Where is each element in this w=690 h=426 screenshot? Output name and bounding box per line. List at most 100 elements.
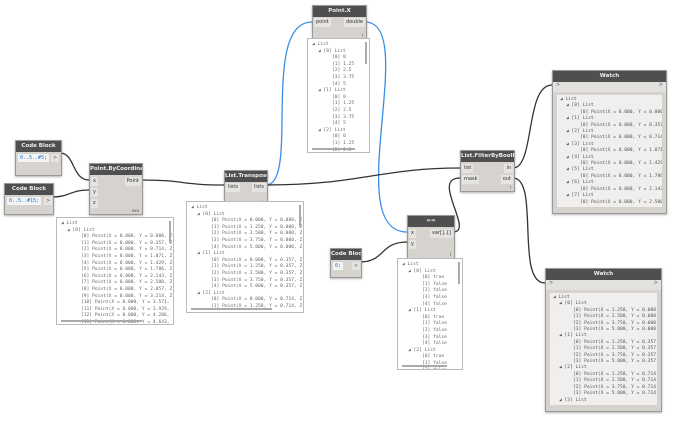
code-input[interactable]: 0; (333, 262, 344, 270)
node-title: List.FilterByBoolMask (461, 151, 514, 162)
code-input[interactable]: 0..5..#15; (7, 197, 42, 205)
list-group[interactable]: ◢ [2] List (559, 365, 587, 371)
list-group[interactable]: ◢ [0] List (318, 48, 346, 54)
output-port-lists[interactable]: lists (252, 183, 266, 192)
code-block-node-2[interactable]: Code Block 0..5..#15; > (4, 183, 54, 215)
list-group[interactable]: ◢ [0] List (566, 103, 594, 109)
list-group[interactable]: ◢ [3] List (559, 397, 587, 403)
list-group[interactable]: ◢ [4] List (566, 154, 594, 160)
vertical-scrollbar[interactable] (458, 262, 460, 284)
wire-filter-watch2[interactable] (512, 177, 546, 284)
equals-node[interactable]: == x y var[]..[] l (407, 215, 455, 259)
input-port-lists[interactable]: lists (226, 183, 240, 192)
lacing-indicator[interactable]: l (361, 33, 363, 38)
list-item: [2] false (422, 288, 447, 294)
watch-content[interactable]: ◢ List◢ [0] List [0] Point(X = 0.000, Y =… (557, 95, 662, 207)
code-input[interactable]: 0..5..#5; (18, 154, 50, 162)
point-by-coordinates-node[interactable]: Point.ByCoordinates x y z Point xxx (89, 163, 143, 215)
wire-cb2-y[interactable] (51, 189, 90, 198)
list-group[interactable]: ◢ [3] List (566, 141, 594, 147)
output-port[interactable]: > (44, 197, 53, 205)
preview-equals[interactable]: ◢ List◢ [0] List[0] true[1] false[2] fal… (397, 258, 463, 370)
output-port[interactable]: > (658, 82, 663, 88)
input-port-list[interactable]: list (462, 164, 474, 173)
output-port-point[interactable]: Point (124, 177, 141, 186)
list-group[interactable]: ◢ [1] List (559, 333, 587, 339)
input-port-z[interactable]: z (91, 199, 98, 208)
output-port-var[interactable]: var[]..[] (429, 229, 453, 238)
list-root[interactable]: ◢ List (402, 262, 419, 267)
wire-cb1-x[interactable] (59, 152, 90, 181)
point-x-node[interactable]: Point.X point double l (312, 5, 367, 40)
lacing-indicator[interactable]: xxx (131, 208, 139, 213)
input-port-point[interactable]: point (314, 18, 331, 27)
horizontal-scrollbar[interactable] (312, 148, 355, 150)
list-item: [0] Point(X = 1.250, Y = 0.357 (573, 339, 656, 345)
horizontal-scrollbar[interactable] (61, 320, 143, 322)
wire-transpose-filter[interactable] (265, 167, 461, 186)
list-item: [2] false (422, 367, 447, 370)
output-port[interactable]: > (51, 154, 60, 162)
list-group[interactable]: ◢ [1] List (566, 116, 594, 122)
list-group[interactable]: ◢ [1] List (408, 308, 436, 314)
list-group[interactable]: ◢ [0] List (197, 211, 225, 217)
input-port-x[interactable]: x (409, 229, 416, 238)
watch-node-1[interactable]: Watch > > ◢ List◢ [0] List[0] Point(X = … (552, 70, 667, 214)
output-port[interactable]: > (352, 262, 361, 270)
list-item: [2] Point(X = 2.500, Y = 0.000, Z (211, 231, 303, 237)
preview-point-x[interactable]: ◢ List◢ [0] List[0] 0[1] 1.25[2] 2.5[3] … (307, 38, 370, 153)
watch-content[interactable]: ◢ List◢ [0] List[0] Point(X = 1.250, Y =… (550, 293, 657, 405)
input-port-y[interactable]: y (91, 188, 98, 197)
output-port-double[interactable]: double (343, 18, 365, 27)
list-item: [0] Point(X = 1.250, Y = 0.000 (573, 307, 656, 313)
wire-filter-watch1[interactable] (512, 84, 553, 169)
list-group[interactable]: ◢ [2] List (408, 347, 436, 353)
preview-point-by-coordinates[interactable]: ◢ List◢ [0] List[0] Point(X = 0.000, Y =… (56, 217, 174, 325)
input-port[interactable]: > (549, 280, 554, 286)
code-block-node-3[interactable]: Code Block 0; > (330, 248, 362, 278)
input-port-y[interactable]: y (409, 240, 416, 249)
list-item: [1] false (422, 281, 447, 287)
list-group[interactable]: ◢ [2] List (318, 127, 346, 133)
list-root[interactable]: ◢ List (61, 221, 78, 226)
wire-transpose-pointx[interactable] (265, 21, 313, 186)
vertical-scrollbar[interactable] (169, 221, 171, 243)
lacing-indicator[interactable]: l (449, 252, 451, 257)
wire-point-transpose[interactable] (140, 179, 225, 186)
list-root[interactable]: ◢ List (560, 97, 577, 102)
list-item: [9] Point(X = 0.000, Y = 3.214, Z (81, 293, 173, 299)
list-group[interactable]: ◢ [0] List (67, 227, 95, 233)
list-item: [0] Point(X = 0.000, Y = 2.500 (580, 199, 662, 205)
port-bar: > > (553, 82, 666, 92)
list-group[interactable]: ◢ [5] List (566, 167, 594, 173)
list-group[interactable]: ◢ [0] List (408, 268, 436, 274)
input-port[interactable]: > (556, 82, 561, 88)
wire-pointx-equals[interactable] (364, 21, 408, 233)
list-group[interactable]: ◢ [2] List (566, 129, 594, 135)
list-transpose-node[interactable]: List.Transpose lists lists l (224, 170, 268, 207)
output-port-out[interactable]: out (500, 175, 513, 184)
list-group[interactable]: ◢ [1] List (318, 88, 346, 94)
lacing-indicator[interactable]: l (509, 185, 511, 190)
list-group[interactable]: ◢ [6] List (566, 180, 594, 186)
output-port-in[interactable]: in (504, 164, 513, 173)
list-group[interactable]: ◢ [0] List (559, 301, 587, 307)
vertical-scrollbar[interactable] (365, 42, 367, 64)
input-port-x[interactable]: x (91, 177, 98, 186)
filter-by-bool-mask-node[interactable]: List.FilterByBoolMask list mask in out l (460, 150, 515, 192)
vertical-scrollbar[interactable] (299, 205, 301, 227)
list-group[interactable]: ◢ [7] List (566, 193, 594, 199)
list-item: [1] Point(X = 1.250, Y = 0.000, Z (211, 224, 303, 230)
list-group[interactable]: ◢ [2] List (197, 290, 225, 296)
input-port-mask[interactable]: mask (462, 175, 480, 184)
list-root[interactable]: ◢ List (312, 42, 329, 47)
output-port[interactable]: > (653, 280, 658, 286)
preview-list-transpose[interactable]: ◢ List◢ [0] List[0] Point(X = 0.000, Y =… (186, 201, 304, 313)
watch-node-2[interactable]: Watch > > ◢ List◢ [0] List[0] Point(X = … (545, 268, 662, 412)
list-group[interactable]: ◢ [1] List (197, 251, 225, 257)
horizontal-scrollbar[interactable] (191, 308, 273, 310)
horizontal-scrollbar[interactable] (402, 365, 447, 367)
list-root[interactable]: ◢ List (553, 295, 570, 300)
code-block-node-1[interactable]: Code Block 0..5..#5; > (15, 140, 62, 176)
list-root[interactable]: ◢ List (191, 205, 208, 210)
